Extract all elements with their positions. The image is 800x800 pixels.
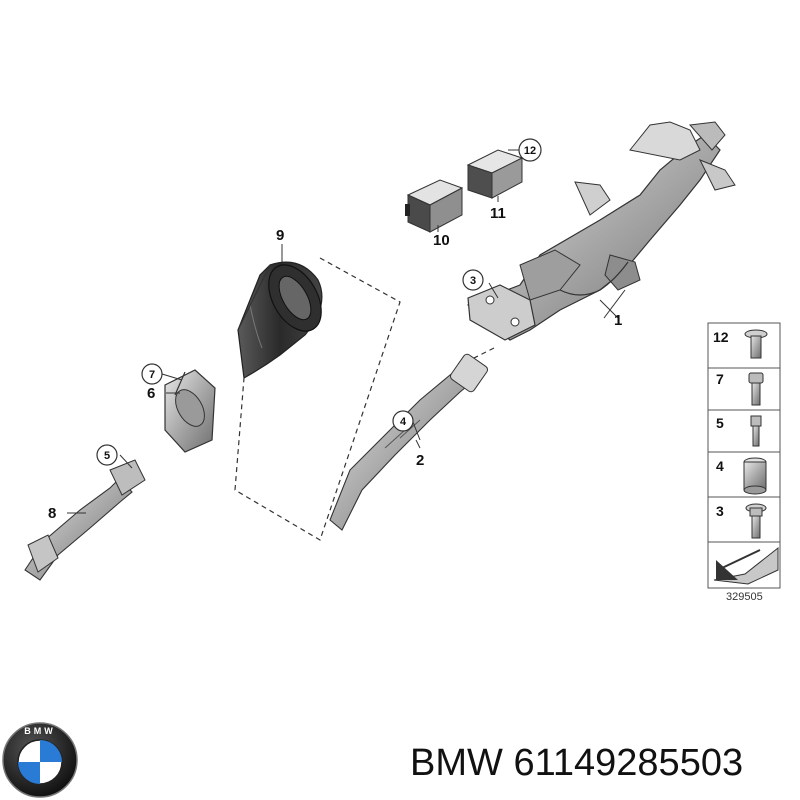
svg-text:7: 7 (149, 369, 155, 381)
circled-label-3: 3 (462, 269, 484, 291)
label-part-6: 6 (147, 385, 155, 402)
dashed-boundary (234, 257, 401, 541)
label-part-9: 9 (276, 227, 284, 244)
sleeve-4-icon (743, 457, 767, 495)
arrow-symbol-icon (713, 546, 779, 585)
bolt-3-icon (745, 503, 767, 539)
circled-label-5: 5 (96, 444, 118, 466)
lower-shaft (24, 459, 146, 581)
label-part-8: 8 (48, 505, 56, 522)
part-caption: BMW 61149285503 (410, 738, 795, 788)
control-unit-11 (466, 149, 524, 199)
table-row-12: 12 (713, 329, 729, 345)
svg-text:3: 3 (470, 275, 476, 287)
circled-label-12: 12 (518, 138, 542, 162)
svg-text:12: 12 (524, 145, 536, 157)
table-row-3: 3 (716, 503, 724, 519)
bolt-5-icon (750, 415, 762, 447)
label-part-1: 1 (614, 312, 622, 329)
logo-lettering: BMW (24, 726, 56, 736)
table-row-7: 7 (716, 371, 724, 387)
bolt-12-icon (744, 329, 768, 359)
svg-text:5: 5 (104, 450, 110, 462)
label-part-2: 2 (416, 452, 424, 469)
label-part-10: 10 (433, 232, 450, 249)
bolt-7-icon (748, 372, 764, 406)
brand-name: BMW (410, 742, 503, 784)
bmw-logo: BMW (2, 722, 78, 798)
intermediate-shaft (329, 353, 489, 531)
part-number: 61149285503 (513, 742, 744, 784)
svg-text:4: 4 (400, 416, 407, 428)
reference-number: 329505 (726, 591, 763, 603)
table-row-5: 5 (716, 415, 724, 431)
circled-label-7: 7 (141, 363, 163, 385)
circled-label-4: 4 (392, 410, 414, 432)
leader-lines (67, 149, 626, 514)
label-part-11: 11 (490, 205, 506, 222)
bracket-6 (164, 369, 216, 453)
steering-column (466, 121, 736, 341)
control-unit-10 (405, 179, 464, 233)
table-row-4: 4 (716, 458, 724, 474)
fastener-table: 12 7 5 4 3 (707, 322, 781, 589)
column-boot (237, 261, 323, 379)
